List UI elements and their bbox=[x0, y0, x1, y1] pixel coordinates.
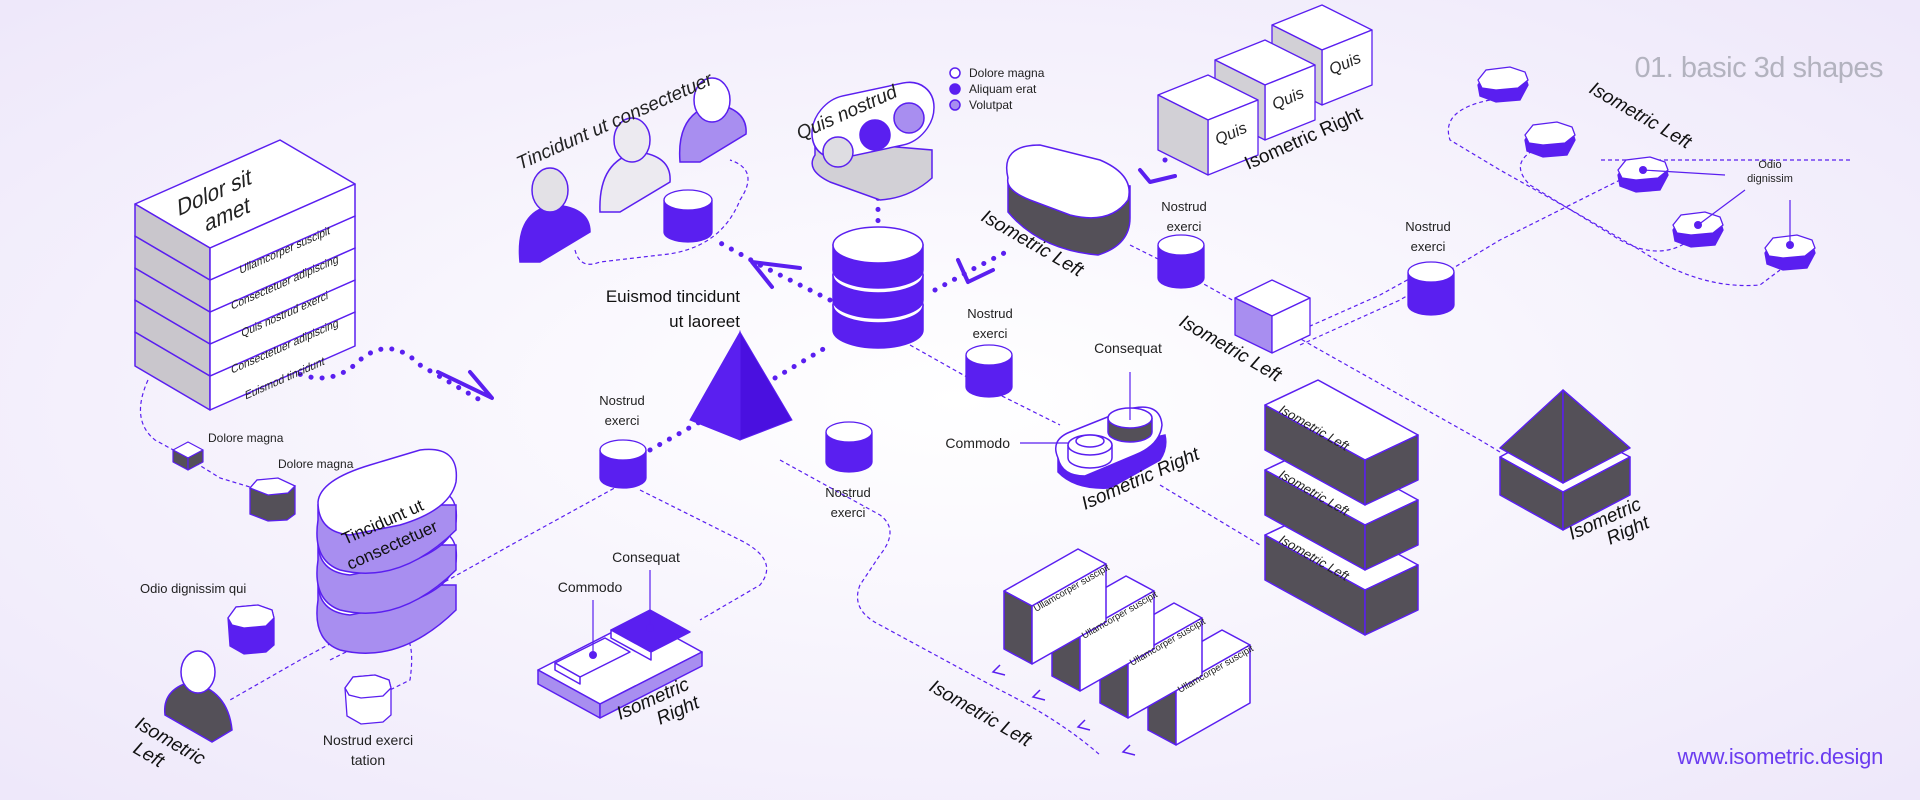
connector-octagons-b bbox=[1519, 144, 1691, 252]
user-icon-purple bbox=[518, 167, 591, 263]
small-arrow-3 bbox=[1076, 719, 1091, 731]
connector-cube-to-cylinder bbox=[1289, 261, 1441, 336]
connector-nostrud-to-platform bbox=[639, 489, 768, 621]
pill-switch-callouts bbox=[1020, 372, 1131, 444]
small-arrow-heads bbox=[991, 664, 1136, 756]
cylinder-users bbox=[663, 189, 713, 243]
dark-block-stack bbox=[1264, 379, 1419, 636]
layered-stack bbox=[134, 139, 356, 411]
pyramid bbox=[689, 330, 793, 441]
nostrud-label-5b: exerci bbox=[1411, 239, 1446, 254]
nostrud-label-3b: exerci bbox=[973, 326, 1008, 341]
legend-marker-2 bbox=[949, 83, 961, 95]
arrow-head-users bbox=[750, 260, 802, 289]
nostrud-exerci-tation-line2: tation bbox=[351, 752, 385, 768]
octagon-2 bbox=[1524, 121, 1576, 158]
odio-label-line2: dignissim bbox=[1747, 173, 1793, 185]
arrow-head-capsule bbox=[956, 258, 995, 284]
nostrud-label-4a: Nostrud bbox=[1161, 199, 1207, 214]
arrow-heads bbox=[436, 168, 1177, 400]
small-arrow-4 bbox=[1121, 744, 1136, 756]
legend-marker-3 bbox=[949, 99, 961, 111]
connector-stack-to-dolore bbox=[139, 379, 261, 491]
legend-marker-1 bbox=[949, 67, 961, 79]
legend-label-2: Aliquam erat bbox=[969, 82, 1037, 96]
nostrud-label-2a: Nostrud bbox=[825, 485, 871, 500]
commodo-label-center: Commodo bbox=[945, 435, 1010, 451]
quis-cubes bbox=[1157, 4, 1373, 176]
legend-label-1: Dolore magna bbox=[969, 66, 1045, 80]
octagon-1 bbox=[1477, 66, 1529, 103]
toggle-pill bbox=[811, 81, 935, 201]
header-title: 01. basic 3d shapes bbox=[1634, 52, 1884, 84]
legend-label-3: Volutpat bbox=[969, 98, 1013, 112]
octagon-4 bbox=[1672, 211, 1724, 248]
small-arrow-1 bbox=[991, 664, 1006, 676]
footer-url-link[interactable]: www.isometric.design bbox=[1677, 744, 1883, 769]
consequat-label-center: Consequat bbox=[1094, 340, 1162, 356]
small-arrow-2 bbox=[1031, 689, 1046, 701]
cylinder-below-capsule bbox=[1157, 234, 1205, 289]
card-group bbox=[1003, 548, 1251, 746]
commodo-label-bottom: Commodo bbox=[558, 579, 623, 595]
nostrud-label-4b: exerci bbox=[1167, 219, 1202, 234]
euismod-line1: Euismod tincidunt bbox=[606, 287, 740, 306]
consequat-label-bottom: Consequat bbox=[612, 549, 680, 565]
connector-cylinder-to-cards bbox=[779, 459, 1101, 756]
small-cube bbox=[172, 441, 204, 471]
octagon-light-bottom bbox=[344, 674, 392, 725]
dotted-stack-to-arrow bbox=[287, 346, 483, 403]
dolore-magna-label-2: Dolore magna bbox=[278, 457, 354, 471]
toggle-circle-light bbox=[822, 136, 854, 168]
arrow-head-stack bbox=[436, 370, 494, 400]
platform-callouts bbox=[592, 570, 651, 655]
dolore-magna-label-1: Dolore magna bbox=[208, 431, 284, 445]
connector-switch-to-blocks bbox=[1159, 484, 1261, 546]
nostrud-label-1b: exerci bbox=[605, 413, 640, 428]
user-icon-violet bbox=[678, 77, 747, 163]
legend: Dolore magna Aliquam erat Volutpat bbox=[949, 66, 1045, 112]
nostrud-label-1a: Nostrud bbox=[599, 393, 645, 408]
octagon-callouts bbox=[1642, 169, 1791, 245]
cylinder-center bbox=[825, 421, 873, 473]
octagon-3 bbox=[1617, 156, 1669, 193]
octagon-purple-left bbox=[227, 604, 275, 655]
violet-cube bbox=[1234, 279, 1311, 354]
platform-dots bbox=[589, 624, 654, 659]
odio-label-line1: Odio bbox=[1758, 159, 1781, 171]
connector-users-to-cylinder bbox=[574, 159, 749, 265]
connector-cube-to-octagons bbox=[1299, 169, 1641, 346]
toggle-circle-violet bbox=[893, 102, 925, 134]
dark-pyramid-block bbox=[1499, 389, 1631, 531]
nostrud-label-2b: exerci bbox=[831, 505, 866, 520]
odio-dignissim-qui-label: Odio dignissim qui bbox=[140, 581, 246, 596]
toggle-circle-dark bbox=[859, 119, 891, 151]
database-icon bbox=[832, 226, 924, 349]
dotted-db-to-capsule bbox=[932, 247, 1013, 293]
nostrud-label-3a: Nostrud bbox=[967, 306, 1013, 321]
user-bottom-left bbox=[163, 650, 233, 743]
quis-cube-1 bbox=[1157, 74, 1259, 176]
euismod-line2: ut laoreet bbox=[669, 312, 740, 331]
cylinder-right bbox=[1407, 261, 1455, 316]
nostrud-label-5a: Nostrud bbox=[1405, 219, 1451, 234]
user-icon-light bbox=[599, 117, 671, 213]
user-figures bbox=[518, 77, 747, 263]
cylinder-right-of-db bbox=[965, 344, 1013, 398]
pill-stack bbox=[316, 448, 458, 654]
capsule-shape bbox=[1006, 144, 1131, 256]
nostrud-exerci-tation-line1: Nostrud exerci bbox=[323, 732, 413, 748]
dark-octagon-prism bbox=[248, 477, 297, 522]
cylinder-center-left bbox=[599, 439, 647, 489]
arrow-head-quis bbox=[1138, 168, 1177, 184]
dark-block-1 bbox=[1264, 379, 1419, 506]
card-1 bbox=[1003, 548, 1107, 665]
stack-layer-1 bbox=[134, 139, 356, 281]
